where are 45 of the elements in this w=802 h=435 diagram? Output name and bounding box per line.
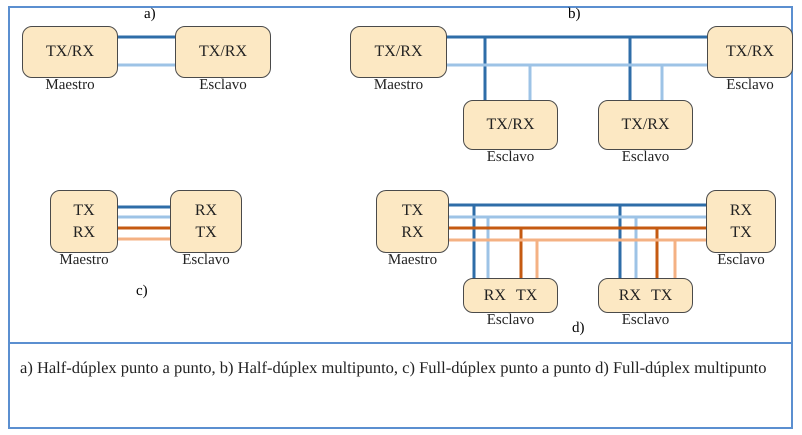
port-label: TX/RX <box>486 116 534 134</box>
port-label: TX/RX <box>374 43 422 61</box>
wire <box>118 216 170 218</box>
wire <box>449 216 638 278</box>
wire <box>118 206 170 208</box>
panel-label: d) <box>572 320 584 337</box>
wire <box>449 238 676 278</box>
panel-label: a) <box>144 6 156 23</box>
port-label: RX <box>484 286 506 304</box>
role-label: Esclavo <box>486 149 534 166</box>
port-label: TX <box>402 202 424 220</box>
role-label: Esclavo <box>726 77 774 94</box>
wire <box>118 226 170 230</box>
role-label: Esclavo <box>622 312 670 329</box>
caption: a) Half-dúplex punto a punto, b) Half-dúplex multipunto, c) Full-dúplex punto a punto d) Full-dúplex multipunto <box>20 357 768 379</box>
panel-label: c) <box>136 283 148 300</box>
role-label: Maestro <box>388 252 438 269</box>
role-label: Maestro <box>374 77 424 94</box>
port-label: RX <box>72 224 96 242</box>
wire <box>118 64 175 66</box>
role-label: Esclavo <box>717 252 765 269</box>
port-label: TX/RX <box>622 116 670 134</box>
role-label: Esclavo <box>182 252 230 269</box>
port-label: TX/RX <box>46 43 94 61</box>
wire <box>118 36 175 38</box>
port-label: TX <box>650 286 672 304</box>
port-label: TX/RX <box>726 43 774 61</box>
port-label: TX/RX <box>199 43 247 61</box>
role-label: Esclavo <box>486 312 534 329</box>
wire <box>118 238 170 240</box>
port-label: RX <box>401 224 424 242</box>
port-label: RX <box>730 202 752 220</box>
wire <box>449 204 622 278</box>
wire <box>447 36 632 100</box>
role-label: Esclavo <box>622 149 670 166</box>
port-label: TX <box>516 286 538 304</box>
port-label: TX <box>73 202 95 220</box>
panel-label: b) <box>568 6 580 23</box>
role-label: Maestro <box>59 252 109 269</box>
role-label: Esclavo <box>199 77 247 94</box>
port-label: TX <box>730 224 752 242</box>
port-label: TX <box>195 224 217 242</box>
port-label: RX <box>194 202 218 220</box>
role-label: Maestro <box>45 77 95 94</box>
port-label: RX <box>618 286 641 304</box>
